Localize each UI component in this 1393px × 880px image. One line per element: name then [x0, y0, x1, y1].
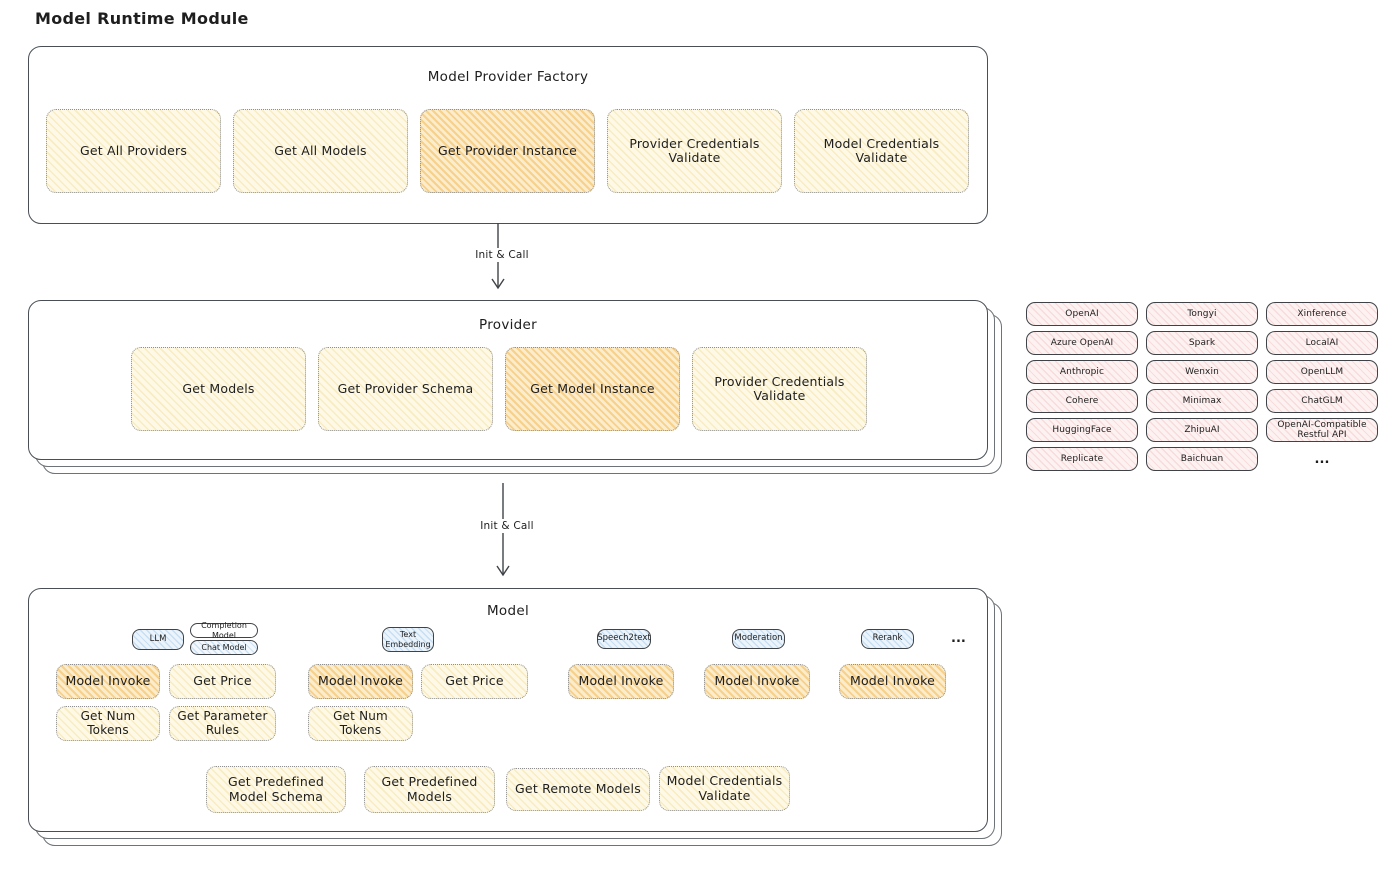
text-embedding-get-price: Get Price — [421, 664, 528, 699]
provider-get-models: Get Models — [131, 347, 306, 431]
factory-model-credentials-validate: Model Credentials Validate — [794, 109, 969, 193]
provider-pill: ChatGLM — [1266, 389, 1378, 413]
speech2text-model-invoke: Model Invoke — [568, 664, 674, 699]
page-title: Model Runtime Module — [35, 9, 249, 28]
provider-credentials-validate: Provider Credentials Validate — [692, 347, 867, 431]
provider-pill: LocalAI — [1266, 331, 1378, 355]
tag-more-ellipsis: ... — [951, 631, 966, 646]
tag-llm: LLM — [132, 629, 184, 650]
text-embedding-model-invoke: Model Invoke — [308, 664, 413, 699]
text-embedding-get-num-tokens: Get Num Tokens — [308, 706, 413, 741]
factory-get-provider-instance: Get Provider Instance — [420, 109, 595, 193]
provider-pill: Replicate — [1026, 447, 1138, 471]
provider-pill: ... — [1314, 451, 1330, 467]
factory-title: Model Provider Factory — [427, 69, 589, 85]
model-credentials-validate: Model Credentials Validate — [659, 766, 790, 811]
provider-pill: ZhipuAI — [1146, 418, 1258, 442]
arrow-down-icon — [496, 483, 510, 577]
init-call-label-2: Init & Call — [462, 519, 552, 533]
provider-pill: Minimax — [1146, 389, 1258, 413]
model-title: Model — [486, 603, 530, 619]
provider-pill: Tongyi — [1146, 302, 1258, 326]
provider-pill: Azure OpenAI — [1026, 331, 1138, 355]
get-remote-models: Get Remote Models — [506, 768, 650, 811]
tag-speech2text: Speech2text — [597, 629, 651, 649]
provider-pill: OpenLLM — [1266, 360, 1378, 384]
provider-pill: HuggingFace — [1026, 418, 1138, 442]
tag-moderation: Moderation — [732, 629, 785, 649]
provider-pill: OpenAI-Compatible Restful API — [1266, 418, 1378, 442]
factory-get-all-models: Get All Models — [233, 109, 408, 193]
factory-provider-credentials-validate: Provider Credentials Validate — [607, 109, 782, 193]
factory-get-all-providers: Get All Providers — [46, 109, 221, 193]
factory-container: Model Provider Factory Get All Providers… — [28, 46, 988, 224]
provider-title: Provider — [479, 317, 537, 333]
model-container: Model LLM Completion Model Chat Model Te… — [28, 588, 1002, 846]
tag-completion-model: Completion Model — [190, 621, 258, 640]
provider-get-provider-schema: Get Provider Schema — [318, 347, 493, 431]
llm-get-num-tokens: Get Num Tokens — [56, 706, 160, 741]
provider-pill: Baichuan — [1146, 447, 1258, 471]
provider-pill: Xinference — [1266, 302, 1378, 326]
provider-get-model-instance: Get Model Instance — [505, 347, 680, 431]
get-predefined-models: Get Predefined Models — [364, 766, 495, 813]
tag-rerank: Rerank — [861, 629, 914, 649]
init-call-label-1: Init & Call — [457, 248, 547, 262]
get-predefined-model-schema: Get Predefined Model Schema — [206, 766, 346, 813]
rerank-model-invoke: Model Invoke — [839, 664, 946, 699]
provider-pill: Anthropic — [1026, 360, 1138, 384]
llm-get-price: Get Price — [169, 664, 276, 699]
tag-chat-model: Chat Model — [190, 640, 258, 655]
provider-container: Provider Get Models Get Provider Schema … — [28, 300, 1002, 474]
llm-model-invoke: Model Invoke — [56, 664, 160, 699]
tag-text-embedding: Text Embedding — [382, 627, 434, 652]
provider-pill: OpenAI — [1026, 302, 1138, 326]
provider-pill: Spark — [1146, 331, 1258, 355]
llm-get-parameter-rules: Get Parameter Rules — [169, 706, 276, 741]
provider-pill: Wenxin — [1146, 360, 1258, 384]
moderation-model-invoke: Model Invoke — [704, 664, 810, 699]
provider-pill: Cohere — [1026, 389, 1138, 413]
